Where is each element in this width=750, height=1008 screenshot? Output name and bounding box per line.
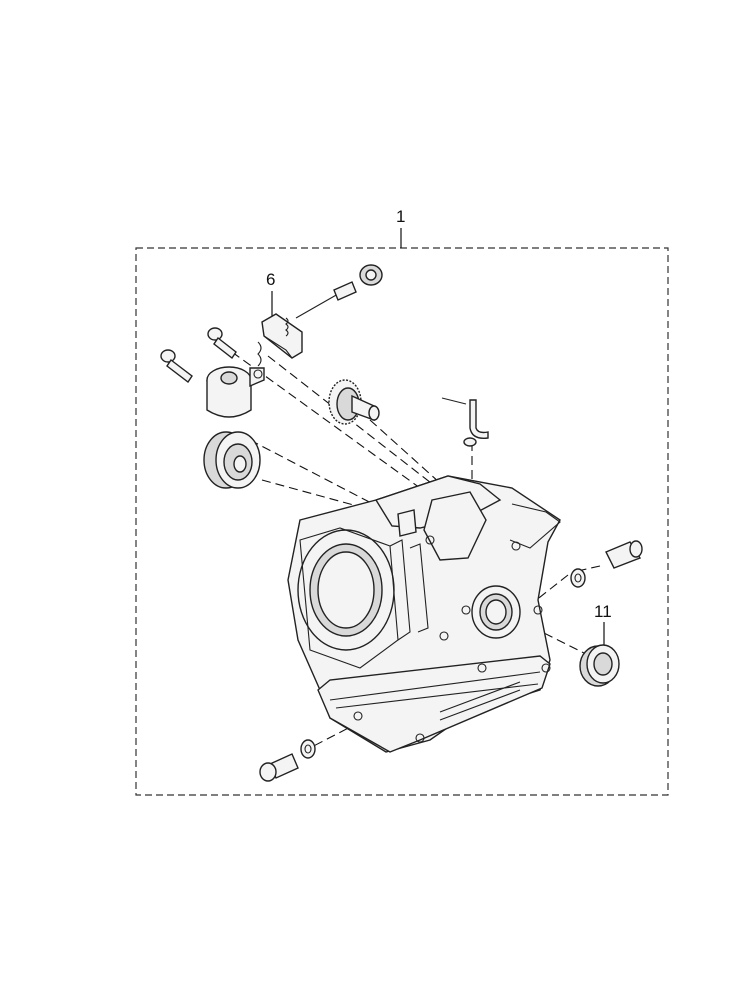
governor-gear-part — [328, 379, 380, 425]
oil-seal-part — [579, 644, 620, 687]
crankcase-body-part — [287, 475, 561, 753]
callout-label-1: 1 — [396, 207, 405, 226]
assembly-boundary-frame — [135, 247, 669, 796]
governor-holder-part — [206, 366, 265, 418]
bolt-part — [160, 349, 193, 384]
callout-label-11: 11 — [594, 602, 612, 621]
callout-label-6: 6 — [266, 270, 275, 289]
pin-part — [441, 397, 489, 439]
governor-arm-part — [257, 281, 357, 367]
bearing-part — [203, 431, 261, 489]
nut-part — [359, 264, 383, 286]
washer-part — [463, 437, 477, 447]
washer-part — [570, 568, 586, 588]
bolt-part — [259, 753, 299, 782]
washer-part — [300, 739, 316, 759]
oil-plug-part — [605, 540, 643, 569]
bolt-part — [207, 327, 237, 360]
